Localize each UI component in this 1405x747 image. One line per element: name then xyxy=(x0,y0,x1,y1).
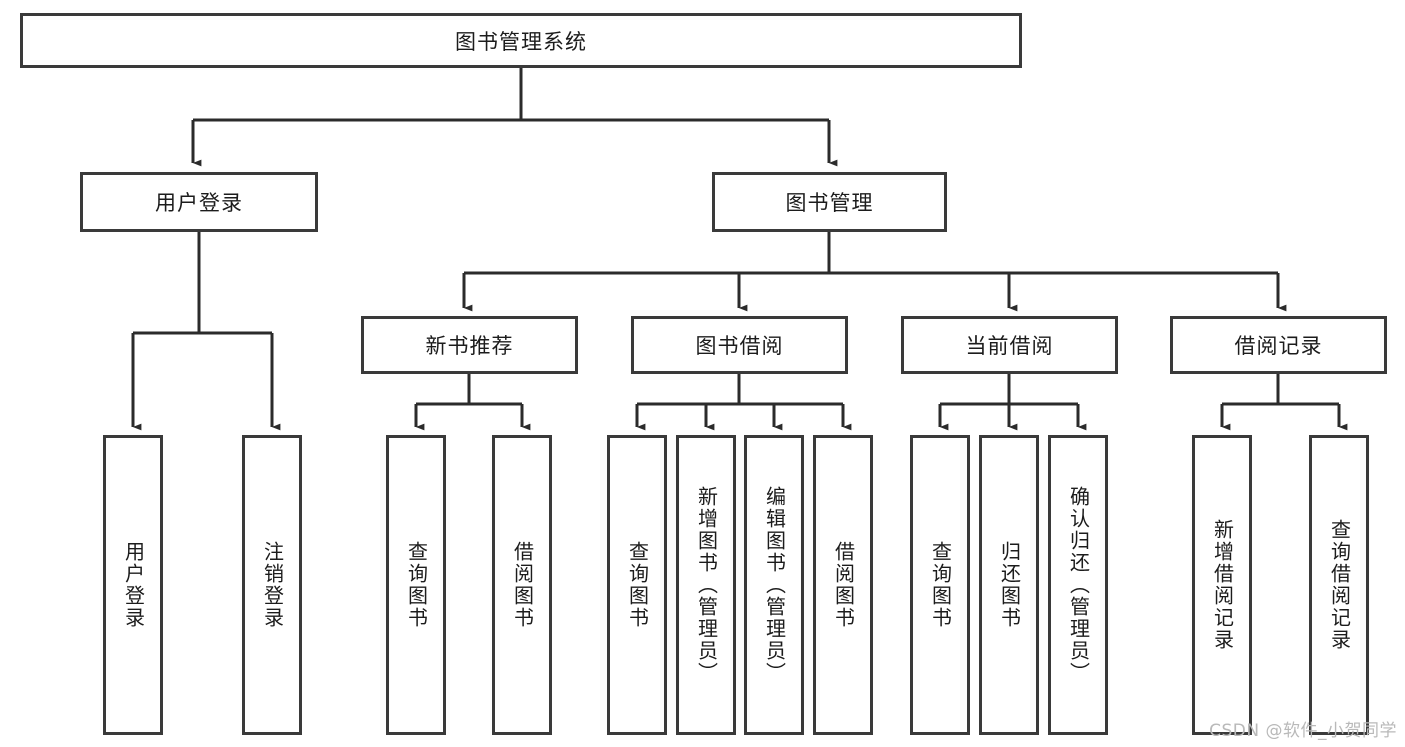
node-label: 图书管理 xyxy=(785,191,874,215)
leaf-query-borrow-record[interactable]: 查询借阅记录 xyxy=(1309,435,1369,735)
node-label: 借阅记录 xyxy=(1234,334,1323,358)
leaf-return-books[interactable]: 归还图书 xyxy=(979,435,1039,735)
node-label: 图书管理系统 xyxy=(455,29,587,54)
node-label: 归还图书 xyxy=(997,541,1022,629)
leaf-add-borrow-record[interactable]: 新增借阅记录 xyxy=(1192,435,1252,735)
node-label: 当前借阅 xyxy=(965,334,1054,358)
leaf-add-book-admin[interactable]: 新增图书（管理员） xyxy=(676,435,736,735)
node-label: 编辑图书（管理员） xyxy=(762,486,787,684)
leaf-borrow-books[interactable]: 借阅图书 xyxy=(813,435,873,735)
node-label: 用户登录 xyxy=(121,541,146,629)
node-label: 用户登录 xyxy=(155,191,243,215)
node-new-book-recommend[interactable]: 新书推荐 xyxy=(361,316,578,374)
node-label: 确认归还（管理员） xyxy=(1066,486,1091,684)
csdn-watermark: CSDN @软件_小贺同学 xyxy=(1209,721,1397,741)
node-label: 借阅图书 xyxy=(831,541,856,629)
node-user-login[interactable]: 用户登录 xyxy=(80,172,318,232)
node-label: 借阅图书 xyxy=(510,541,535,629)
node-label: 新书推荐 xyxy=(425,334,514,358)
node-label: 图书借阅 xyxy=(695,334,784,358)
node-label: 新增借阅记录 xyxy=(1210,519,1235,651)
node-label: 查询图书 xyxy=(928,541,953,629)
leaf-user-login[interactable]: 用户登录 xyxy=(103,435,163,735)
leaf-confirm-return-admin[interactable]: 确认归还（管理员） xyxy=(1048,435,1108,735)
node-borrow-records[interactable]: 借阅记录 xyxy=(1170,316,1387,374)
leaf-query-books-current[interactable]: 查询图书 xyxy=(910,435,970,735)
leaf-query-books-borrow[interactable]: 查询图书 xyxy=(607,435,667,735)
node-label: 查询图书 xyxy=(625,541,650,629)
node-label: 查询借阅记录 xyxy=(1327,519,1352,651)
node-label: 新增图书（管理员） xyxy=(694,486,719,684)
leaf-edit-book-admin[interactable]: 编辑图书（管理员） xyxy=(744,435,804,735)
node-label: 查询图书 xyxy=(404,541,429,629)
leaf-borrow-books-newbook[interactable]: 借阅图书 xyxy=(492,435,552,735)
node-book-management[interactable]: 图书管理 xyxy=(712,172,947,232)
leaf-query-books-newbook[interactable]: 查询图书 xyxy=(386,435,446,735)
node-current-borrow[interactable]: 当前借阅 xyxy=(901,316,1118,374)
leaf-logout[interactable]: 注销登录 xyxy=(242,435,302,735)
node-label: 注销登录 xyxy=(260,541,285,629)
node-book-borrow[interactable]: 图书借阅 xyxy=(631,316,848,374)
node-root-system[interactable]: 图书管理系统 xyxy=(20,13,1022,68)
